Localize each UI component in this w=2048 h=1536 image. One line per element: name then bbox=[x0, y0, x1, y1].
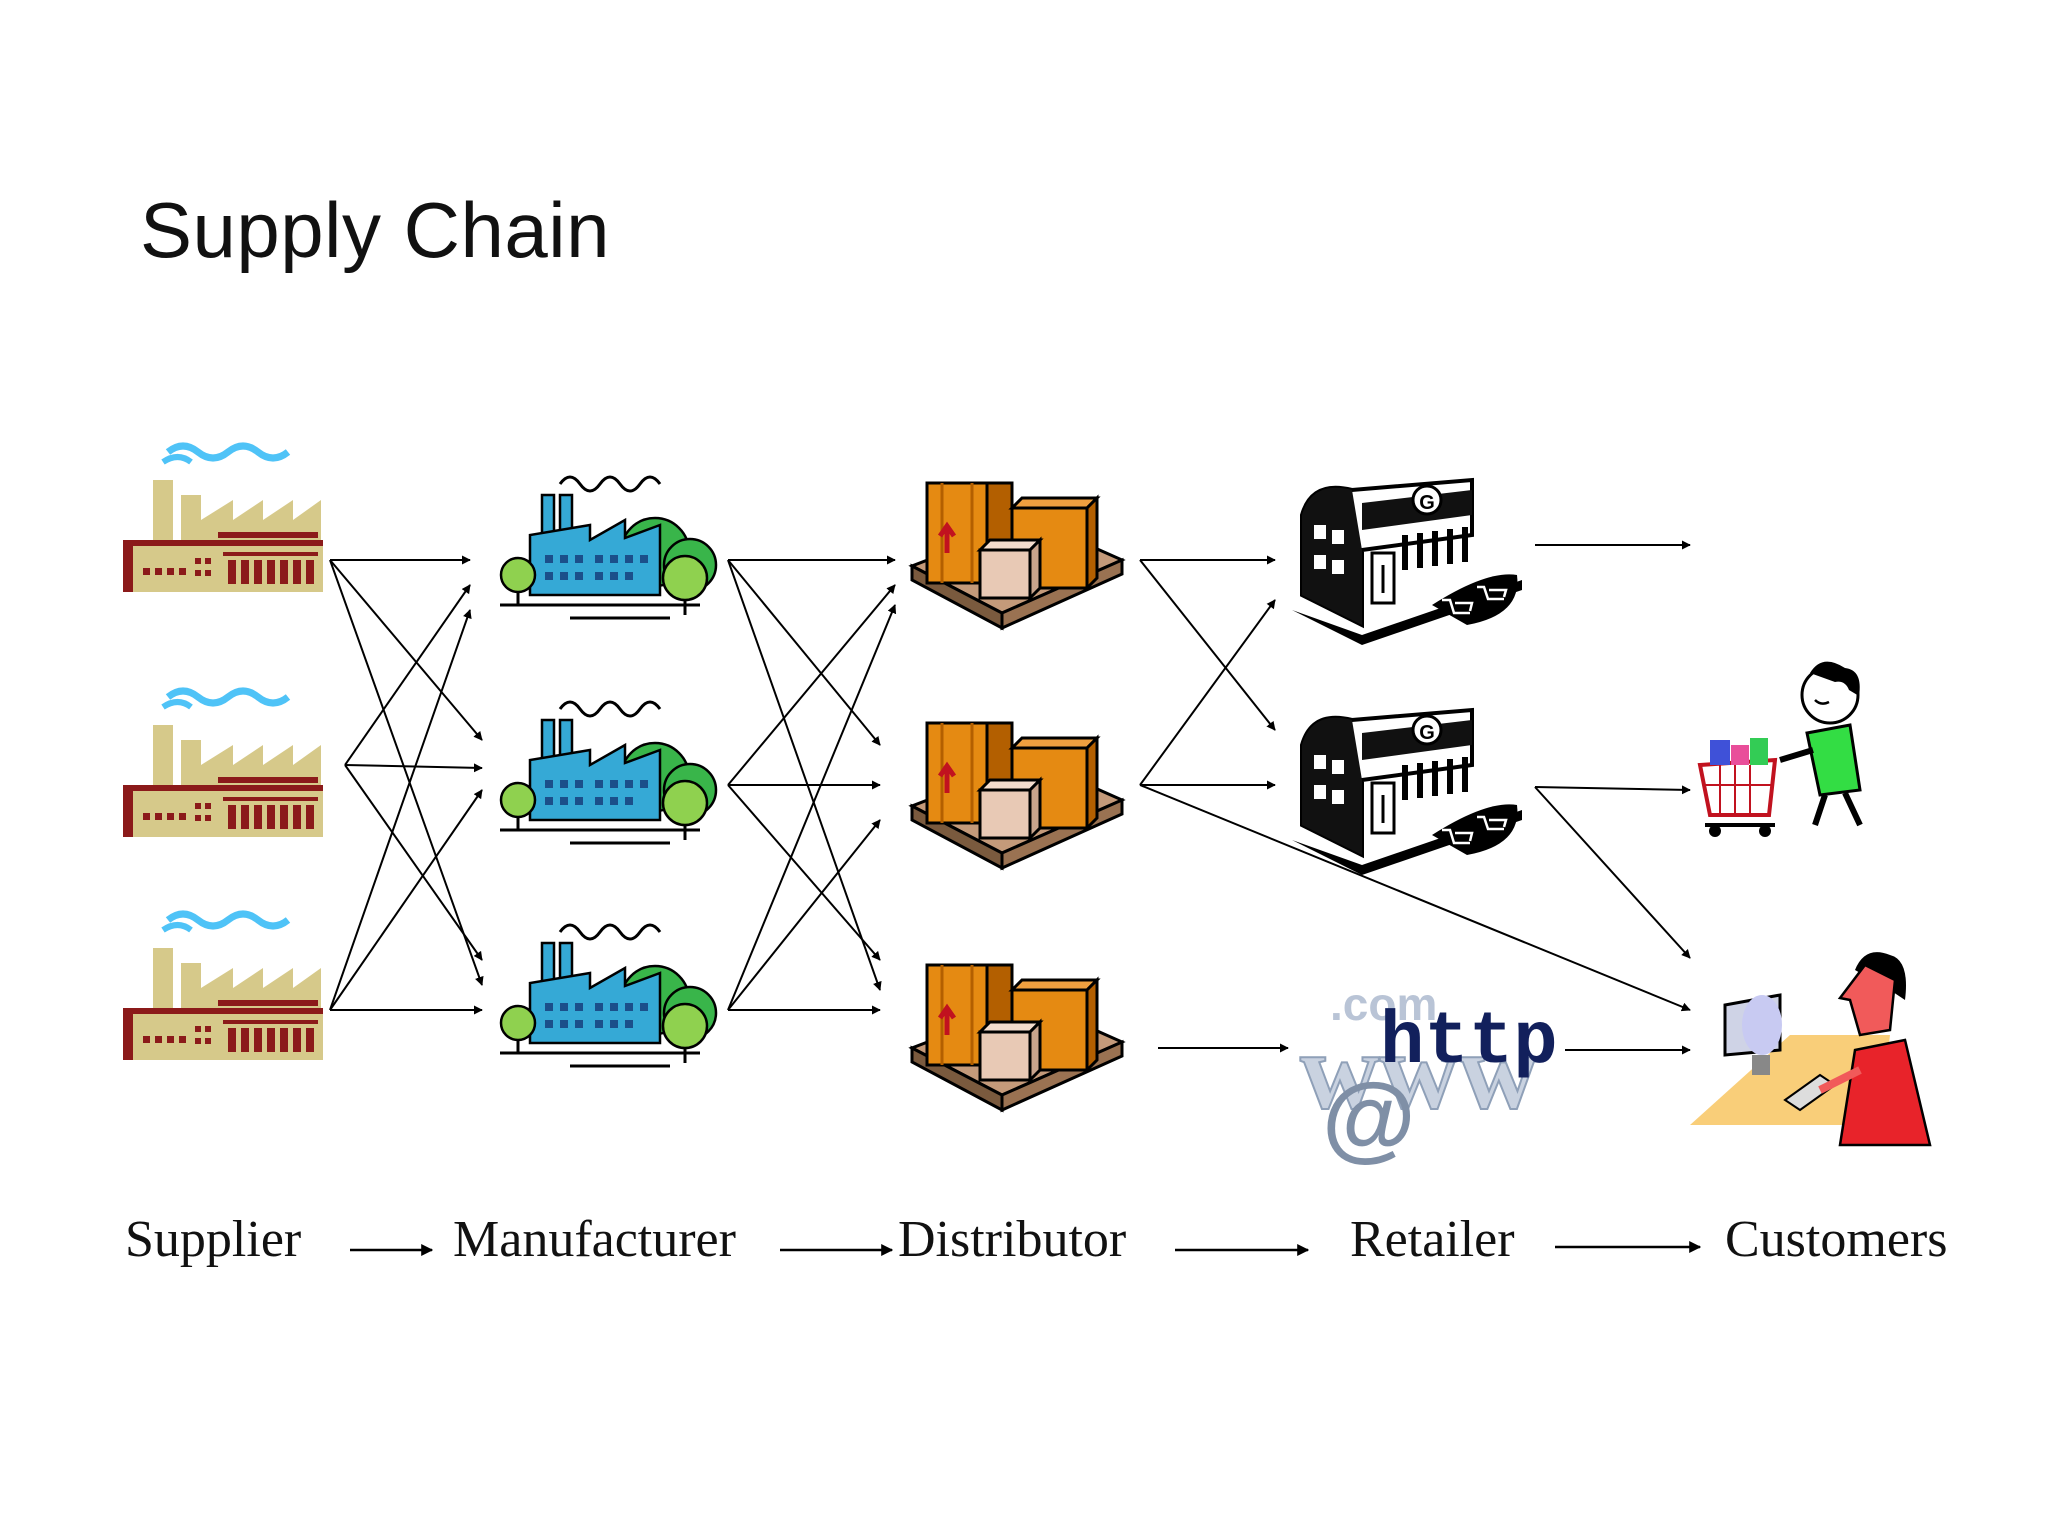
network-arrow bbox=[727, 584, 896, 786]
store-sign-text-1: G bbox=[1419, 492, 1435, 514]
network-arrow bbox=[727, 559, 882, 991]
distributor-pallet-icon-1 bbox=[912, 483, 1122, 628]
shopper-cart-icon bbox=[1697, 661, 1863, 837]
stage-flow-arrows bbox=[350, 1241, 1702, 1256]
network-arrow bbox=[1139, 784, 1691, 1012]
manufacturer-plant-icon-3 bbox=[498, 923, 718, 1068]
store-sign-text-2: G bbox=[1419, 722, 1435, 744]
stage-label-retailer: Retailer bbox=[1350, 1211, 1515, 1268]
stage-label-distributor: Distributor bbox=[898, 1211, 1127, 1268]
network-arrow bbox=[727, 559, 881, 746]
retailer-store-icon-2 bbox=[1290, 708, 1524, 877]
network-arrow bbox=[1534, 785, 1691, 795]
stage-label-customers: Customers bbox=[1725, 1211, 1948, 1268]
web-com-text: .com bbox=[1330, 978, 1437, 1030]
network-arrow bbox=[727, 604, 897, 1011]
network-arrow bbox=[1139, 559, 1276, 731]
network-arrows bbox=[329, 540, 1691, 1055]
distributor-pallet-icon-3 bbox=[912, 965, 1122, 1110]
web-http-text: http bbox=[1380, 1001, 1558, 1085]
manufacturer-plant-icon-2 bbox=[498, 700, 718, 845]
supplier-factory-icon-1 bbox=[123, 446, 323, 592]
network-arrow bbox=[1139, 599, 1276, 786]
web-retailer-icon: www .com http @ bbox=[1299, 978, 1558, 1171]
manufacturer-plant-icon-1 bbox=[498, 475, 718, 620]
network-arrow bbox=[344, 763, 483, 773]
network-arrow bbox=[329, 559, 483, 741]
stage-label-supplier: Supplier bbox=[125, 1211, 302, 1268]
network-arrow bbox=[727, 784, 881, 961]
web-at-text: @ bbox=[1322, 1064, 1416, 1171]
web-www-text: www bbox=[1300, 1010, 1538, 1132]
network-arrow bbox=[329, 609, 472, 1011]
network-arrow bbox=[329, 789, 483, 1011]
network-arrow bbox=[344, 764, 483, 961]
network-arrow bbox=[727, 819, 881, 1011]
stage-label-manufacturer: Manufacturer bbox=[453, 1211, 736, 1268]
network-arrow bbox=[344, 584, 471, 766]
supplier-factory-icon-2 bbox=[123, 691, 323, 837]
network-arrow bbox=[329, 559, 484, 986]
supplier-factory-icon-3 bbox=[123, 914, 323, 1060]
online-customer-icon bbox=[1690, 952, 1932, 1147]
distributor-pallet-icon-2 bbox=[912, 723, 1122, 868]
slide-title: Supply Chain bbox=[140, 186, 610, 274]
network-arrow bbox=[1534, 786, 1691, 959]
retailer-store-icon-1 bbox=[1290, 478, 1524, 647]
